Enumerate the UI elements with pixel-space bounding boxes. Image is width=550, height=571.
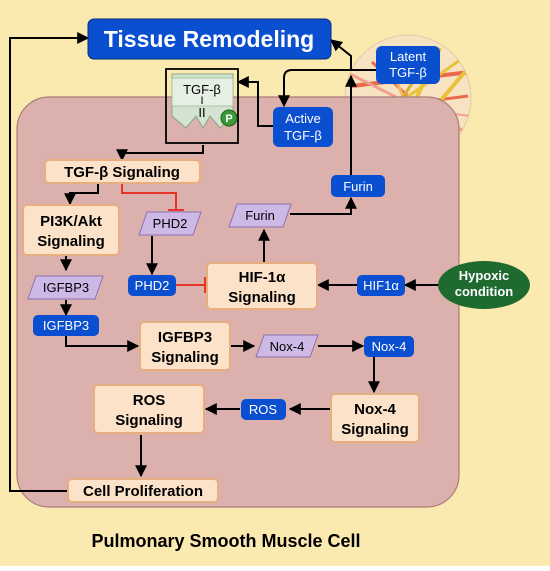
arrow-furin-to-blue [290,196,357,215]
furin-purple-box: Furin [228,203,292,228]
cell-label: Pulmonary Smooth Muscle Cell [91,531,360,551]
nox4-blue-box: Nox-4 [364,336,414,357]
active-tgfb-line2: TGF-β [284,128,322,143]
receptor-type2-label: II [198,105,205,120]
nox4-blue-label: Nox-4 [372,339,407,354]
tgfb-signaling-label: TGF-β Signaling [64,164,180,181]
hypoxic-line2: condition [455,284,514,299]
latent-tgfb-line2: TGF-β [389,65,427,80]
cell-proliferation-label: Cell Proliferation [83,483,203,500]
hif-signaling-line1: HIF-1α [239,269,287,286]
nox4-purple-label: Nox-4 [270,339,305,354]
furin-purple-label: Furin [245,208,275,223]
phosphate-label: P [225,113,232,125]
nox4-signaling-line2: Signaling [341,421,409,438]
phosphate-icon [220,109,238,127]
nox4-purple-box: Nox-4 [255,334,319,358]
phd2-blue-label: PHD2 [135,278,170,293]
nox4-signaling-line1: Nox-4 [354,401,396,418]
furin-blue-box: Furin [331,175,385,197]
hif1a-blue-label: HIF1α [363,278,399,293]
arrow-tgfb-to-pi3k [64,182,99,206]
phd2-blue-box: PHD2 [128,275,176,296]
igfbp3-blue-label: IGFBP3 [43,318,89,333]
arrow-active-to-receptor [236,76,273,127]
receptor-type1-label: I [200,95,203,107]
hif1a-blue-box: HIF1α [357,275,405,296]
ros-signaling-box: ROS Signaling [93,384,205,434]
hif-signaling-box: HIF-1α Signaling [206,262,318,310]
hif-signaling-line2: Signaling [228,289,296,306]
active-tgfb-box: Active TGF-β [273,107,333,147]
latent-tgfb-line1: Latent [390,49,427,64]
tissue-remodeling-box: Tissue Remodeling [87,18,332,60]
inhibitions [121,182,206,293]
arrow-igfbp3-to-signaling [65,336,140,352]
cell-proliferation-box: Cell Proliferation [67,478,219,503]
arrow-latent-to-remodeling [330,39,352,70]
phd2-purple-box: PHD2 [138,211,202,236]
pi3k-signaling-line1: PI3K/Akt [40,213,102,230]
pi3k-signaling-box: PI3K/Akt Signaling [22,204,120,256]
igfbp3-signaling-line2: Signaling [151,349,219,366]
pi3k-signaling-line2: Signaling [37,233,105,250]
igfbp3-signaling-line1: IGFBP3 [158,329,212,346]
ros-signaling-line1: ROS [133,392,166,409]
active-tgfb-line1: Active [285,111,320,126]
igfbp3-signaling-box: IGFBP3 Signaling [139,321,231,371]
receptor-ligand-label: TGF-β [183,82,221,97]
connectors [9,32,440,492]
igfbp3-purple-box: IGFBP3 [27,275,104,300]
latent-tgfb-box: Latent TGF-β [376,46,440,84]
arrow-latent-to-active [278,69,376,108]
tgfb-receptor: TGF-β I II P [165,68,239,144]
igfbp3-purple-label: IGFBP3 [43,280,89,295]
igfbp3-blue-box: IGFBP3 [33,315,99,336]
arrow-receptor-to-tgfb-signaling [116,145,204,162]
tgfb-signaling-box: TGF-β Signaling [44,159,201,184]
phd2-purple-label: PHD2 [153,216,188,231]
ros-signaling-line2: Signaling [115,412,183,429]
ros-blue-label: ROS [249,402,278,417]
hypoxic-condition-ellipse: Hypoxic condition [438,261,530,309]
nox4-signaling-box: Nox-4 Signaling [330,393,420,443]
hypoxic-line1: Hypoxic [459,268,510,283]
title-text: Tissue Remodeling [104,26,314,52]
furin-blue-label: Furin [343,179,373,194]
inhibit-tgfb-to-phd2 [121,182,177,210]
ros-blue-box: ROS [241,399,286,420]
arrow-proliferation-to-remodeling [9,32,90,492]
